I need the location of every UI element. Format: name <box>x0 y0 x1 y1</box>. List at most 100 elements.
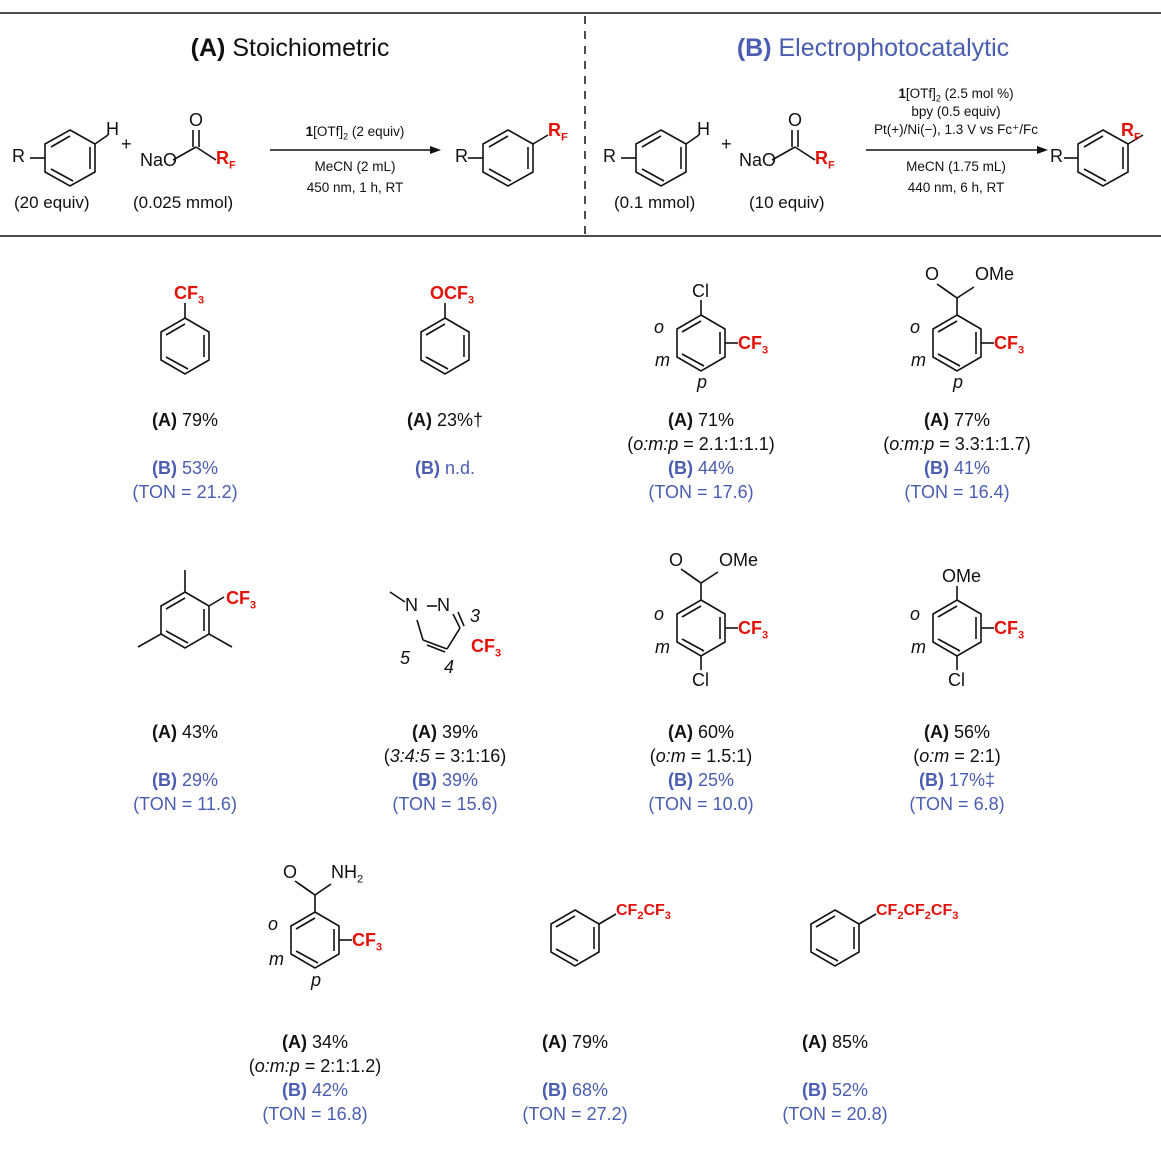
label-ome: OMe <box>719 550 759 570</box>
scheme-a-carbonyl-o: O <box>189 110 204 130</box>
label-ortho: o <box>268 914 279 934</box>
label-carbonyl-o: O <box>283 862 298 882</box>
scheme-b-salt-amount: (10 equiv) <box>749 193 825 212</box>
section-a-label: (A) <box>190 34 226 62</box>
scheme-a-condition-catalyst: 1[OTf]2 (2 equiv) <box>305 124 405 142</box>
ton: (TON = 21.2) <box>132 482 238 502</box>
scheme-b-plus: + <box>721 134 732 154</box>
structure-methyl-chlorobenzoate-cf3 <box>676 568 738 670</box>
structure-chlorobenzene-cf3 <box>676 300 738 372</box>
ratio: (o:m:p = 2:1:1.2) <box>248 1056 382 1076</box>
result-product-10: (A) 79% (B) 68% (TON = 27.2) <box>475 1030 675 1126</box>
scheme-a-rf-label: RF <box>216 148 236 172</box>
yield-b: (B) 41% <box>923 458 991 478</box>
ratio <box>85 432 285 456</box>
label-pyrazole-n1: N <box>405 595 418 615</box>
result-product-8: (A) 56% (o:m = 2:1) (B) 17%‡ (TON = 6.8) <box>857 720 1057 816</box>
yield-a: (A) 85% <box>801 1032 869 1052</box>
label-meta: m <box>655 637 670 657</box>
ratio <box>735 1054 935 1078</box>
yield-a: (A) 56% <box>923 722 991 742</box>
structure-trifluoromethylbenzene <box>160 303 210 375</box>
scheme-b-carbonyl-o: O <box>788 110 803 130</box>
label-cf3: CF3 <box>471 636 502 660</box>
yield-a: (A) 71% <box>667 410 735 430</box>
scheme-b-arene-amount: (0.1 mmol) <box>614 193 696 212</box>
scheme-b-product-r: R <box>1050 146 1063 166</box>
label-meta: m <box>911 350 926 370</box>
scheme-a-plus: + <box>121 134 132 154</box>
section-b-label: (B) <box>736 34 772 62</box>
yield-a: (A) 60% <box>667 722 735 742</box>
label-ortho: o <box>654 317 665 337</box>
scheme-b-condition-solvent: MeCN (1.75 mL) <box>906 159 1006 174</box>
label-c2f5: CF2CF3 <box>616 902 671 923</box>
label-cl: Cl <box>948 670 965 690</box>
ratio <box>85 744 285 768</box>
scheme-a-salt-amount: (0.025 mmol) <box>133 193 234 212</box>
ton: (TON = 10.0) <box>648 794 754 814</box>
label-ocf3: OCF3 <box>430 283 475 307</box>
section-b-title: (B) Electrophotocatalytic <box>585 34 1161 63</box>
scheme-b-condition-ligand: bpy (0.5 equiv) <box>911 104 1001 119</box>
scheme-b-r-label: R <box>603 146 616 166</box>
structure-benzamide-cf3 <box>290 880 352 969</box>
scheme-b-product <box>1064 129 1144 187</box>
result-product-5: (A) 43% (B) 29% (TON = 11.6) <box>85 720 285 816</box>
result-product-7: (A) 60% (o:m = 1.5:1) (B) 25% (TON = 10.… <box>601 720 801 816</box>
yield-b: (B) 29% <box>151 770 219 790</box>
yield-b: (B) 39% <box>411 770 479 790</box>
scheme-b-salt-label: NaO <box>739 150 777 170</box>
label-cf3: CF3 <box>174 283 205 307</box>
label-meta: m <box>911 637 926 657</box>
ratio <box>345 432 545 456</box>
yield-b: (B) n.d. <box>414 458 476 478</box>
yield-a: (A) 34% <box>281 1032 349 1052</box>
scheme-a-r-label: R <box>12 146 25 166</box>
ratio: (o:m:p = 3.3:1:1.7) <box>883 434 1031 454</box>
yield-a: (A) 23%† <box>406 410 484 430</box>
yield-b: (B) 52% <box>801 1080 869 1100</box>
label-ome: OMe <box>975 264 1015 284</box>
ton: (TON = 11.6) <box>133 794 237 814</box>
yield-b: (B) 53% <box>151 458 219 478</box>
label-nh2: NH2 <box>331 862 364 886</box>
ton: (TON = 6.8) <box>909 794 1005 814</box>
label-c3f7: CF2CF2CF3 <box>876 902 959 923</box>
label-para: p <box>311 970 322 990</box>
label-cf3: CF3 <box>994 333 1025 357</box>
label-cf3: CF3 <box>738 333 769 357</box>
structure-mesitylene-cf3 <box>137 570 233 649</box>
label-carbonyl-o: O <box>669 550 684 570</box>
structure-heptafluoropropylbenzene <box>810 909 877 967</box>
label-cl: Cl <box>692 670 709 690</box>
label-ortho: o <box>910 604 921 624</box>
section-a-title: (A) Stoichiometric <box>0 34 580 63</box>
scheme-a-h-label: H <box>106 119 119 139</box>
scheme-a-arene-amount: (20 equiv) <box>14 193 90 212</box>
yield-b: (B) 68% <box>541 1080 609 1100</box>
scheme-b-product-rf: RF <box>1121 120 1141 144</box>
result-product-11: (A) 85% (B) 52% (TON = 20.8) <box>735 1030 935 1126</box>
yield-b: (B) 42% <box>281 1080 349 1100</box>
yield-b: (B) 17%‡ <box>918 770 996 790</box>
ton: (TON = 20.8) <box>782 1104 888 1124</box>
scheme-a-salt-label: NaO <box>140 150 178 170</box>
ratio <box>475 1054 675 1078</box>
result-product-1: (A) 79% (B) 53% (TON = 21.2) <box>85 408 285 504</box>
structure-methylpyrazole-cf3 <box>389 591 465 653</box>
ton: (TON = 27.2) <box>522 1104 628 1124</box>
yield-a: (A) 39% <box>411 722 479 742</box>
label-para: p <box>953 372 964 392</box>
scheme-b-h-label: H <box>697 119 710 139</box>
label-meta: m <box>269 949 284 969</box>
result-product-2: (A) 23%† (B) n.d. <box>345 408 545 480</box>
yield-b: (B) 44% <box>667 458 735 478</box>
yield-b: (B) 25% <box>667 770 735 790</box>
scheme-b-arene <box>621 129 700 187</box>
scheme-a-product-rf: RF <box>548 120 568 144</box>
yield-a: (A) 43% <box>151 722 219 742</box>
result-product-4: (A) 77% (o:m:p = 3.3:1:1.7) (B) 41% (TON… <box>847 408 1067 504</box>
ratio: (o:m = 2:1) <box>913 746 1001 766</box>
label-cf3: CF3 <box>226 588 257 612</box>
